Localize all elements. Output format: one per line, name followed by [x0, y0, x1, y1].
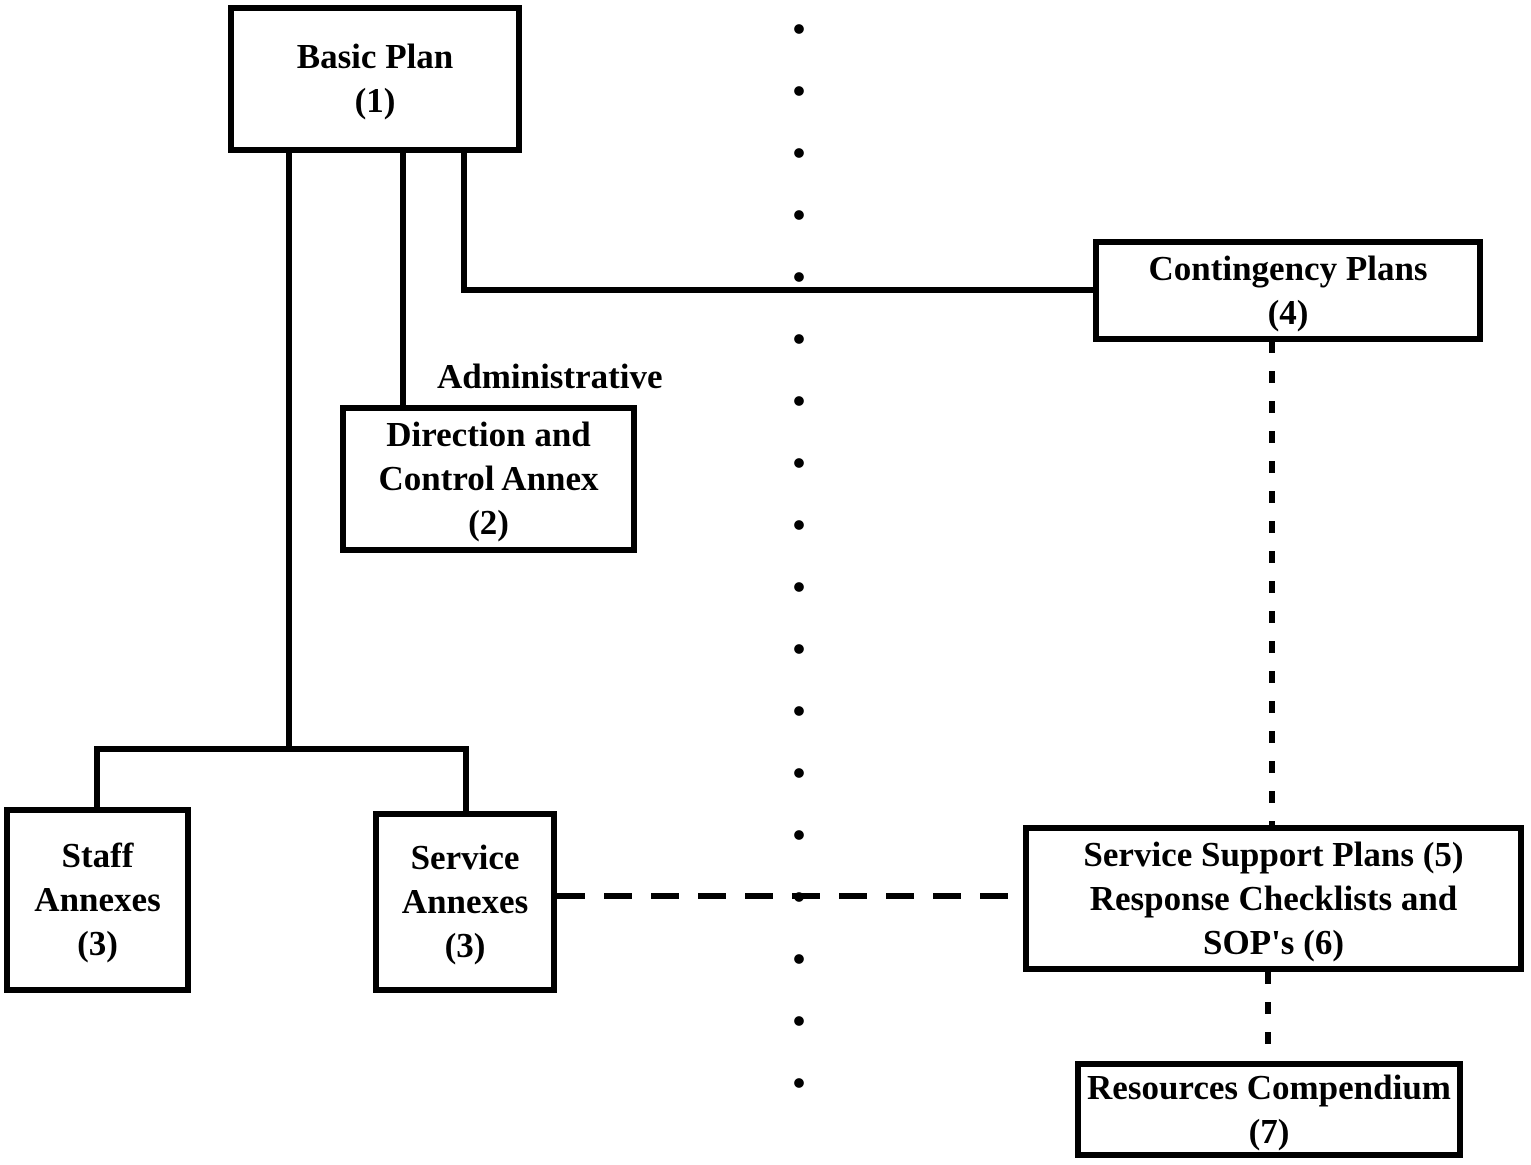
node-label-line: Direction and — [386, 415, 591, 454]
connector-tbar-to-service — [463, 746, 469, 811]
dotted-divider-line — [793, 0, 805, 1090]
connector-elbow-to-contingency — [461, 287, 1093, 293]
connector-tbar-to-staff — [94, 746, 100, 807]
node-label-line: Resources Compendium — [1087, 1067, 1451, 1107]
dashed-connector-service-to-support — [557, 893, 1023, 899]
node-label-line: Service — [410, 838, 520, 877]
node-label-line: Staff — [61, 836, 134, 875]
node-label-line: (1) — [354, 81, 396, 120]
node-label-line: Control Annex — [378, 459, 599, 498]
connector-basicplan-elbow-vertical — [461, 152, 467, 293]
node-contingency-plans: Contingency Plans (4) — [1093, 239, 1483, 342]
node-label-line: (7) — [1248, 1111, 1290, 1151]
node-label-line: (2) — [468, 503, 509, 542]
node-label-line: Basic Plan — [296, 37, 454, 76]
node-label-line: (3) — [444, 926, 486, 965]
node-service-support-plans: Service Support Plans (5) Response Check… — [1023, 825, 1524, 972]
administrative-label: Administrative — [437, 357, 663, 396]
node-label-line: Annexes — [34, 880, 161, 919]
node-resources-compendium: Resources Compendium (7) — [1075, 1061, 1463, 1158]
node-label-line: (4) — [1267, 292, 1309, 332]
node-basic-plan: Basic Plan (1) — [228, 5, 522, 153]
node-staff-annexes: Staff Annexes (3) — [4, 807, 191, 993]
node-service-annexes: Service Annexes (3) — [373, 811, 557, 993]
dashed-connector-support-to-resources — [1265, 972, 1271, 1061]
dashed-connector-contingency-to-support — [1269, 341, 1275, 825]
node-label-line: Response Checklists and — [1089, 878, 1458, 918]
connector-annexes-tbar — [94, 746, 469, 752]
node-label-line: (3) — [77, 924, 118, 963]
connector-basicplan-to-direction — [400, 152, 406, 405]
connector-basicplan-to-tbar — [286, 152, 292, 752]
node-direction-control-annex: Direction and Control Annex (2) — [340, 405, 637, 553]
node-label-line: Annexes — [401, 882, 529, 921]
node-label-line: Contingency Plans — [1148, 248, 1428, 288]
node-label-line: SOP's (6) — [1203, 922, 1344, 962]
node-label-line: Service Support Plans (5) — [1083, 834, 1464, 874]
